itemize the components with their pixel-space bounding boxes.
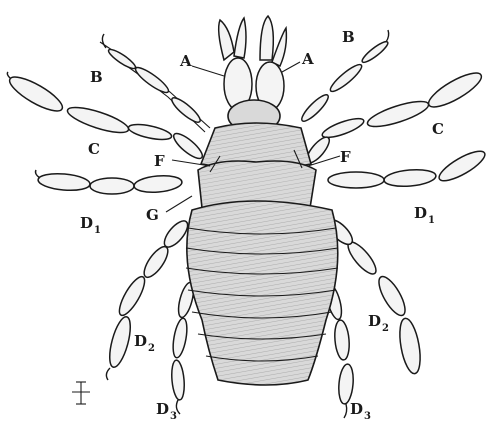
leg-c-right bbox=[303, 67, 485, 166]
svg-text:D: D bbox=[368, 312, 381, 330]
label-d1-left: D 1 bbox=[80, 214, 101, 236]
leg-d3-left bbox=[170, 281, 196, 414]
svg-text:3: 3 bbox=[170, 411, 177, 422]
leg-d1-right bbox=[328, 146, 486, 188]
label-b-right: B bbox=[342, 28, 355, 46]
svg-text:2: 2 bbox=[148, 343, 155, 354]
label-c-right: C bbox=[432, 120, 444, 138]
label-d2-right: D 2 bbox=[368, 312, 389, 334]
label-a-right: A bbox=[301, 50, 314, 68]
svg-text:D: D bbox=[350, 400, 363, 418]
label-f-left: F bbox=[154, 152, 165, 170]
scale-cross-icon bbox=[72, 382, 90, 404]
svg-text:2: 2 bbox=[382, 323, 389, 334]
svg-text:1: 1 bbox=[428, 215, 435, 226]
body bbox=[186, 123, 338, 385]
svg-text:1: 1 bbox=[94, 225, 101, 236]
label-d3-left: D 3 bbox=[156, 400, 177, 422]
svg-text:D: D bbox=[156, 400, 169, 418]
label-b-left: B bbox=[90, 68, 103, 86]
svg-text:D: D bbox=[80, 214, 93, 232]
svg-text:3: 3 bbox=[364, 411, 371, 422]
label-d2-left: D 2 bbox=[134, 332, 155, 354]
svg-text:D: D bbox=[134, 332, 147, 350]
label-d3-right: D 3 bbox=[350, 400, 371, 422]
leg-c-left bbox=[6, 71, 206, 162]
leg-b-left bbox=[100, 34, 210, 132]
label-d1-right: D 1 bbox=[414, 204, 435, 226]
label-a-left: A bbox=[179, 52, 192, 70]
leg-d1-left bbox=[36, 170, 183, 194]
svg-text:D: D bbox=[414, 204, 427, 222]
label-f-right: F bbox=[340, 148, 351, 166]
chelicerae bbox=[219, 16, 287, 132]
label-c-left: C bbox=[88, 140, 100, 158]
label-g: G bbox=[146, 206, 159, 224]
